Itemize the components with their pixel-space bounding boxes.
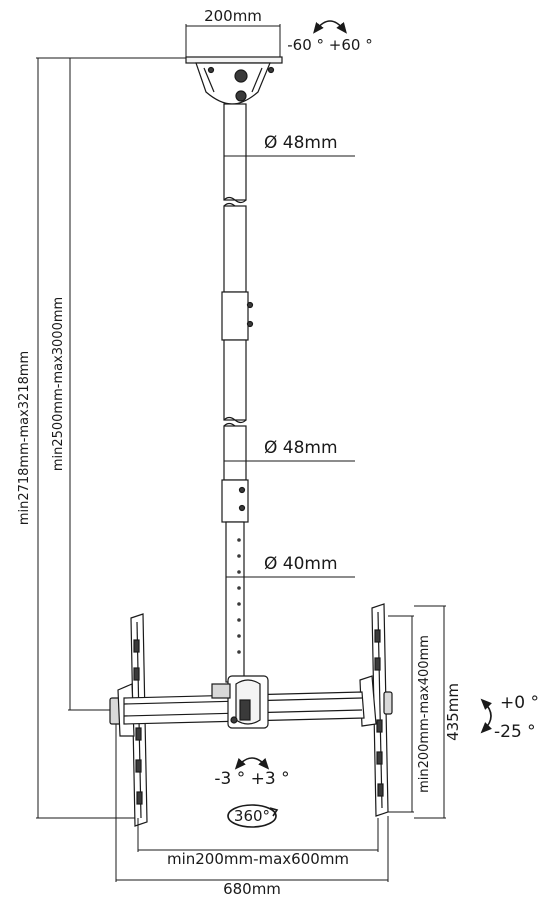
full-rotation-icon (227, 804, 279, 828)
swivel-arrow-icon (313, 20, 347, 34)
top-plate-width-label: 200mm (204, 7, 262, 25)
total-width-dimension (115, 724, 389, 882)
rotation-arrow-icon (234, 757, 270, 770)
total-height-dimension (36, 57, 186, 819)
ceiling-plate (185, 56, 283, 105)
lower-pole-holes (237, 538, 241, 654)
right-bracket-arm (359, 603, 393, 817)
pole3-diameter-label: Ø 40mm (264, 554, 338, 574)
vesa-horizontal-label: min200mm-max600mm (167, 850, 349, 868)
total-height-label: min2718mm-max3218mm (17, 351, 32, 525)
vesa-horizontal-dimension (137, 818, 379, 852)
bracket-height-dimension (414, 605, 446, 819)
rotation-small-label: -3 ° +3 ° (214, 769, 289, 789)
diameter-leaders (224, 155, 355, 578)
pole-length-dimension (68, 58, 112, 711)
lower-pole (225, 521, 245, 683)
tilt-arrow-icon (480, 698, 492, 734)
pole1-diameter-label: Ø 48mm (264, 133, 338, 153)
tilt-top-label: +0 ° (500, 693, 539, 713)
vesa-vertical-label: min200mm-max400mm (417, 635, 432, 793)
bracket-height-label: 435mm (444, 683, 462, 741)
tilt-bottom-label: -25 ° (494, 722, 536, 742)
top-plate-dimension (185, 24, 281, 58)
swivel-range-label: -60 ° +60 ° (287, 36, 372, 54)
vesa-vertical-dimension (388, 615, 414, 813)
upper-pole (221, 103, 254, 523)
pole-length-label: min2500mm-max3000mm (51, 297, 66, 471)
full-rotation-label: 360° (234, 807, 270, 825)
pole2-diameter-label: Ø 48mm (264, 438, 338, 458)
center-clamp (211, 675, 269, 729)
total-width-label: 680mm (223, 880, 281, 898)
